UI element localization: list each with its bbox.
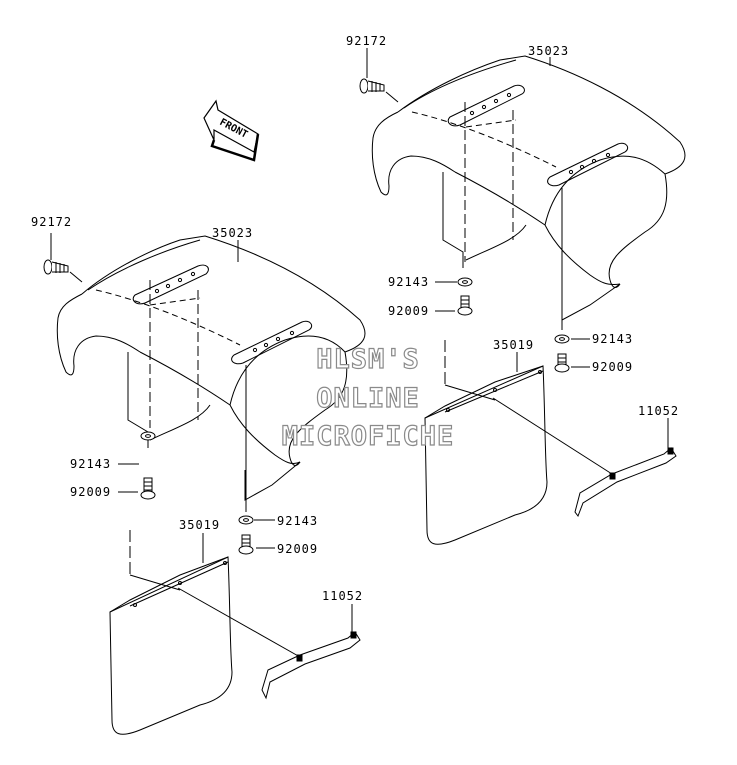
callout-left-92143-a: 92143 xyxy=(70,457,112,471)
callout-left-92143-b: 92143 xyxy=(277,514,319,528)
right-rear-fender xyxy=(371,55,686,330)
right-screw-92172-icon xyxy=(359,78,399,103)
callout-right-92009-a: 92009 xyxy=(388,304,430,318)
callout-left-35019: 35019 xyxy=(179,518,221,532)
left-fender-bumper-pad xyxy=(231,320,313,365)
callout-right-92172: 92172 xyxy=(346,34,388,48)
left-bracket-11052 xyxy=(261,620,361,700)
left-fender-bumper-pad xyxy=(132,264,209,305)
watermark-line-2: ONLINE xyxy=(316,382,420,414)
right-fender-bumper-pad xyxy=(447,84,525,127)
callout-right-35023: 35023 xyxy=(528,44,570,58)
left-screw-92172-icon xyxy=(43,259,83,283)
right-bolt-92009-a-icon xyxy=(457,295,473,316)
left-bolt-92009-a-icon xyxy=(140,477,156,500)
callout-right-11052: 11052 xyxy=(638,404,680,418)
callout-left-35023: 35023 xyxy=(212,226,254,240)
leader-lines xyxy=(50,48,669,620)
right-washer-92143-b-icon xyxy=(554,334,570,344)
left-bolt-92009-b-icon xyxy=(238,534,254,555)
right-washer-92143-a-icon xyxy=(457,277,473,287)
left-washer-92143-b-icon xyxy=(238,515,254,525)
right-mud-flap xyxy=(424,340,613,545)
callout-left-92009-b: 92009 xyxy=(277,542,319,556)
right-fender-bumper-pad xyxy=(547,142,629,187)
callout-right-92009-b: 92009 xyxy=(592,360,634,374)
watermark-line-1: HLSM'S xyxy=(316,343,420,375)
callout-right-92143-b: 92143 xyxy=(592,332,634,346)
left-rear-fender xyxy=(56,235,366,512)
callout-left-92009-a: 92009 xyxy=(70,485,112,499)
left-washer-92143-a-icon xyxy=(140,431,156,441)
callout-left-92172: 92172 xyxy=(31,215,73,229)
watermark-line-3: MICROFICHE xyxy=(281,420,455,452)
right-bracket-11052 xyxy=(574,428,677,518)
callout-left-11052: 11052 xyxy=(322,589,364,603)
callout-right-92143-a: 92143 xyxy=(388,275,430,289)
left-mud-flap xyxy=(109,530,301,735)
front-arrow-icon: FRONT xyxy=(203,99,260,162)
callout-right-35019: 35019 xyxy=(493,338,535,352)
right-bolt-92009-b-icon xyxy=(554,353,570,373)
